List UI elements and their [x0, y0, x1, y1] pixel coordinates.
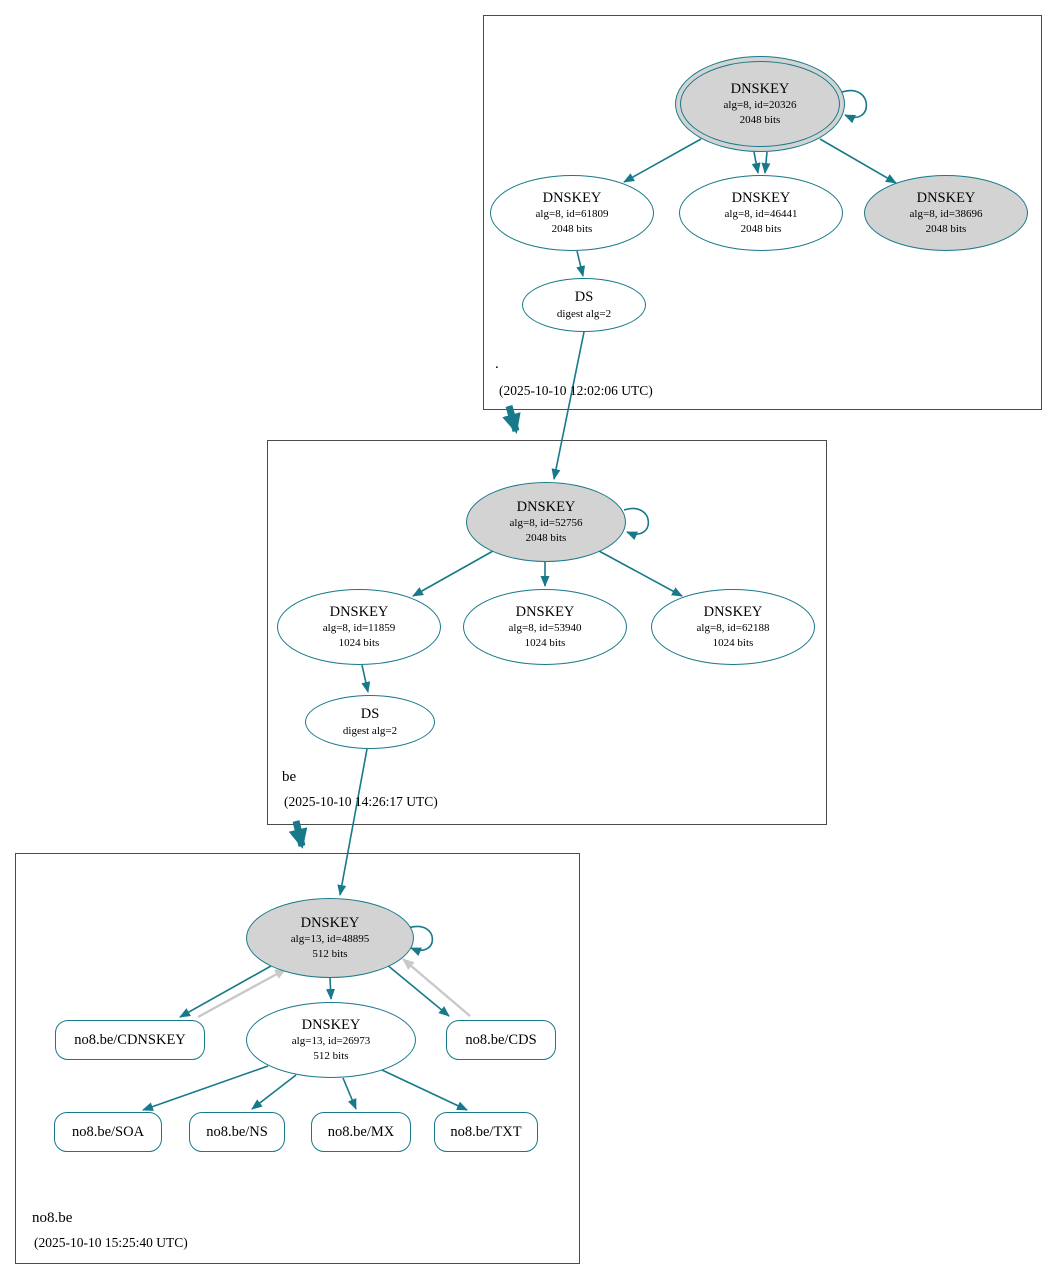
rrset-no8be-txt[interactable]: no8.be/TXT — [434, 1112, 538, 1152]
rrset-label: no8.be/SOA — [71, 1123, 145, 1140]
node-digest: digest alg=2 — [556, 307, 612, 320]
rrset-no8be-cdnskey[interactable]: no8.be/CDNSKEY — [55, 1020, 205, 1060]
zone-label-root: . — [495, 356, 499, 372]
node-title: DNSKEY — [300, 915, 360, 931]
node-bits: 2048 bits — [551, 222, 593, 235]
node-alg: alg=8, id=38696 — [909, 208, 983, 221]
rrset-no8be-mx[interactable]: no8.be/MX — [311, 1112, 411, 1152]
node-title: DNSKEY — [542, 190, 602, 206]
rrset-label: no8.be/CDNSKEY — [74, 1031, 186, 1048]
rrset-label: no8.be/MX — [327, 1123, 395, 1140]
node-alg: alg=8, id=62188 — [696, 622, 770, 635]
zone-timestamp-be: (2025-10-10 14:26:17 UTC) — [284, 794, 438, 809]
node-alg: alg=13, id=48895 — [290, 933, 370, 946]
node-bits: 512 bits — [313, 1049, 349, 1062]
node-title: DNSKEY — [329, 604, 389, 620]
rrset-label: no8.be/NS — [206, 1123, 268, 1140]
node-title: DS — [574, 289, 594, 306]
rrset-no8be-soa[interactable]: no8.be/SOA — [54, 1112, 162, 1152]
node-bits: 1024 bits — [712, 636, 754, 649]
dnskey-root-46441[interactable]: DNSKEY alg=8, id=46441 2048 bits — [679, 175, 843, 251]
dnskey-root-ksk-20326[interactable]: DNSKEY alg=8, id=20326 2048 bits — [675, 56, 845, 152]
rrset-no8be-ns[interactable]: no8.be/NS — [189, 1112, 285, 1152]
node-title: DNSKEY — [730, 81, 790, 97]
node-title: DNSKEY — [703, 604, 763, 620]
node-title: DNSKEY — [731, 190, 791, 206]
dnskey-root-38696[interactable]: DNSKEY alg=8, id=38696 2048 bits — [864, 175, 1028, 251]
zone-box-be — [267, 440, 827, 825]
ds-be[interactable]: DS digest alg=2 — [305, 695, 435, 749]
node-bits: 2048 bits — [740, 222, 782, 235]
node-title: DNSKEY — [301, 1017, 361, 1033]
zone-label-no8be: no8.be — [32, 1210, 73, 1226]
dnskey-be-53940[interactable]: DNSKEY alg=8, id=53940 1024 bits — [463, 589, 627, 665]
rrset-no8be-cds[interactable]: no8.be/CDS — [446, 1020, 556, 1060]
node-alg: alg=8, id=53940 — [508, 622, 582, 635]
dnskey-be-62188[interactable]: DNSKEY alg=8, id=62188 1024 bits — [651, 589, 815, 665]
zone-box-no8be — [15, 853, 580, 1264]
node-alg: alg=13, id=26973 — [291, 1035, 371, 1048]
node-alg: alg=8, id=46441 — [724, 208, 798, 221]
node-title: DNSKEY — [516, 499, 576, 515]
node-bits: 512 bits — [312, 947, 348, 960]
node-alg: alg=8, id=61809 — [535, 208, 609, 221]
dnskey-no8be-zsk-26973[interactable]: DNSKEY alg=13, id=26973 512 bits — [246, 1002, 416, 1078]
node-bits: 1024 bits — [524, 636, 566, 649]
node-title: DS — [360, 706, 380, 723]
node-digest: digest alg=2 — [342, 724, 398, 737]
node-bits: 2048 bits — [739, 113, 781, 126]
zone-label-be: be — [282, 769, 297, 785]
rrset-label: no8.be/CDS — [465, 1031, 537, 1048]
node-bits: 2048 bits — [525, 531, 567, 544]
node-title: DNSKEY — [515, 604, 575, 620]
node-alg: alg=8, id=52756 — [509, 517, 583, 530]
dnskey-be-11859[interactable]: DNSKEY alg=8, id=11859 1024 bits — [277, 589, 441, 665]
zone-timestamp-no8be: (2025-10-10 15:25:40 UTC) — [34, 1235, 188, 1250]
rrset-label: no8.be/TXT — [450, 1123, 522, 1140]
node-alg: alg=8, id=11859 — [322, 622, 396, 635]
node-bits: 2048 bits — [925, 222, 967, 235]
ds-root[interactable]: DS digest alg=2 — [522, 278, 646, 332]
dnskey-be-ksk-52756[interactable]: DNSKEY alg=8, id=52756 2048 bits — [466, 482, 626, 562]
dnskey-no8be-ksk-48895[interactable]: DNSKEY alg=13, id=48895 512 bits — [246, 898, 414, 978]
zone-timestamp-root: (2025-10-10 12:02:06 UTC) — [499, 383, 653, 398]
dnskey-root-61809[interactable]: DNSKEY alg=8, id=61809 2048 bits — [490, 175, 654, 251]
node-bits: 1024 bits — [338, 636, 380, 649]
zone-box-root — [483, 15, 1042, 410]
node-title: DNSKEY — [916, 190, 976, 206]
node-alg: alg=8, id=20326 — [723, 99, 797, 112]
